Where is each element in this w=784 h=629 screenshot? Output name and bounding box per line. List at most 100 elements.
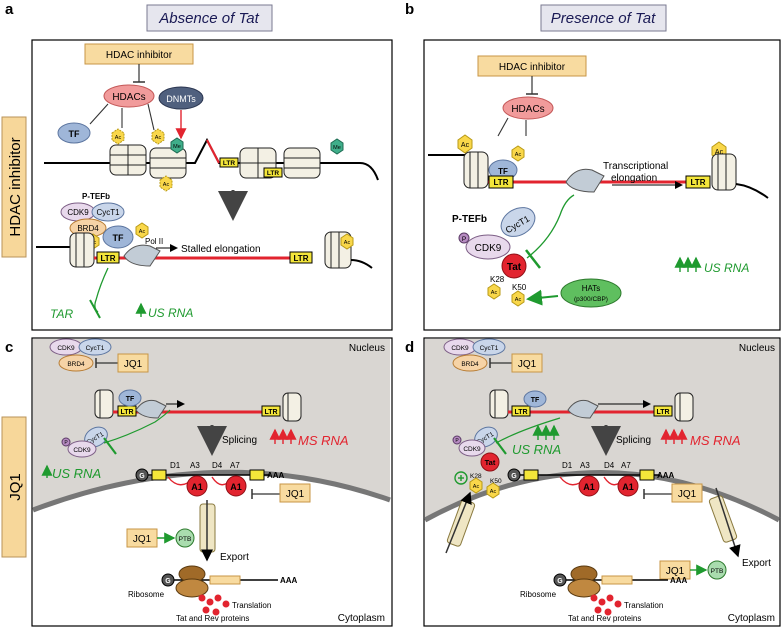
tf-ellipse-a [57,122,91,144]
translation-c: Translation [232,601,271,610]
ms-rna-d: MS RNA [690,433,741,448]
p-b: P [462,236,466,243]
side-label-bottom: JQ1 [7,473,24,501]
jq1-c1: JQ1 [124,359,143,370]
tat-d: Tat [485,458,496,467]
jq1-c2: JQ1 [286,489,305,500]
hdac-inhibitor-b: HDAC inhibitor [499,62,566,73]
tf-b: TF [498,167,508,176]
nucleus-label-c: Nucleus [349,343,385,354]
panel-b: HDAC inhibitor HDACs Ac Ac Ac TF LTR LTR… [428,55,769,308]
panel-letter-c: c [5,339,13,356]
tat-b: Tat [507,262,522,273]
ac-a1: Ac [115,135,122,141]
me-hexagon-a1 [170,137,184,154]
tf-c: TF [126,396,135,403]
ltr-a-1: LTR [101,254,116,263]
panel-letter-b: b [405,1,414,18]
ac-b1: Ac [461,142,470,149]
cyct1-c: CycT1 [86,345,105,352]
ltr-a-top-1: LTR [223,160,235,167]
aaa-c1: AAA [267,471,285,480]
hats-sub-label: (p300/CBP) [574,296,608,303]
tf-label-a: TF [69,129,80,139]
panel-letter-a: a [5,1,14,18]
cdk9-c2: CDK9 [73,447,91,454]
panel-a-header: Absence of Tat [158,10,259,27]
d1-d: D1 [562,461,573,470]
jq1-d2: JQ1 [678,489,697,500]
tf-d: TF [531,397,540,404]
panel-letter-d: d [405,339,414,356]
p-c: P [64,440,68,446]
ptb-d: PTB [711,568,724,575]
pol2-label-a: Pol II [145,237,163,246]
tar-label-a: TAR [50,307,73,321]
side-label-bottom-box [1,416,27,558]
ptb-c: PTB [179,536,192,543]
us-rna-d: US RNA [512,442,561,457]
hdacs-b: HDACs [511,104,544,115]
ac-d2: Ac [490,489,497,495]
cdk9-d2: CDK9 [463,446,481,453]
a7-d: A7 [621,461,631,470]
ltr-b-1: LTR [494,178,509,187]
ribosome-d: Ribosome [520,590,557,599]
d1-c: D1 [170,461,181,470]
ms-rna-c: MS RNA [298,433,349,448]
hdacs-ellipse [103,84,155,108]
ltr-c-1: LTR [120,409,133,416]
tat-rev-d: Tat and Rev proteins [568,614,641,623]
ltr-d-1: LTR [514,409,527,416]
a1-d1: A1 [583,482,595,492]
aaa-d2: AAA [670,576,688,585]
cap-g-d2: G [557,578,563,585]
a1-c1: A1 [191,482,203,492]
cap-g-c: G [139,473,145,480]
ac-a6: Ac [344,240,351,246]
export-c: Export [220,552,249,563]
ltr-d-2: LTR [656,409,669,416]
ac-a2: Ac [155,135,162,141]
cap-g-d: G [511,473,517,480]
cytoplasm-label-d: Cytoplasm [728,613,775,624]
ltr-a-top-2: LTR [267,170,279,177]
side-label-top: HDAC inhibitor [7,137,24,236]
ac-a3: Ac [163,182,170,188]
a3-c: A3 [190,461,200,470]
cdk9-d: CDK9 [451,345,469,352]
cdk9-b: CDK9 [475,243,502,254]
stalled-label: Stalled elongation [181,244,261,255]
me-hexagon-a2 [330,138,344,155]
brd4-a: BRD4 [77,224,99,233]
ltr-c-2: LTR [264,409,277,416]
nucleus-area-c [33,339,390,510]
nucleus-label-d: Nucleus [739,343,775,354]
ac-b3: Ac [715,149,724,156]
cdk9-a: CDK9 [67,208,89,217]
jq1-d3: JQ1 [666,566,685,577]
export-d: Export [742,558,771,569]
k28-b: K28 [490,275,505,284]
splicing-d: Splicing [616,435,651,446]
ac-a5: Ac [139,229,146,235]
ac-b5: Ac [515,297,522,303]
transcriptional-label: Transcriptional [603,161,668,172]
hdac-inhibitor-label: HDAC inhibitor [106,50,173,61]
brd4-d: BRD4 [461,361,479,368]
aaa-d1: AAA [657,471,675,480]
ptefb-label-a: P-TEFb [82,192,110,201]
a1-c2: A1 [230,482,242,492]
d4-c: D4 [212,461,223,470]
a7-c: A7 [230,461,240,470]
k50-d: K50 [490,478,502,485]
hdacs-label: HDACs [112,92,145,103]
k50-b: K50 [512,283,527,292]
dnmts-label: DNMTs [166,94,196,104]
brd4-c: BRD4 [67,361,85,368]
hats-label: HATs [582,284,601,293]
panel-c: Nucleus Cytoplasm CDK9 CycT1 BRD4 JQ1 LT… [32,338,391,624]
d4-d: D4 [604,461,615,470]
panel-d: Nucleus Cytoplasm CDK9 CycT1 BRD4 JQ1 LT… [423,338,781,624]
